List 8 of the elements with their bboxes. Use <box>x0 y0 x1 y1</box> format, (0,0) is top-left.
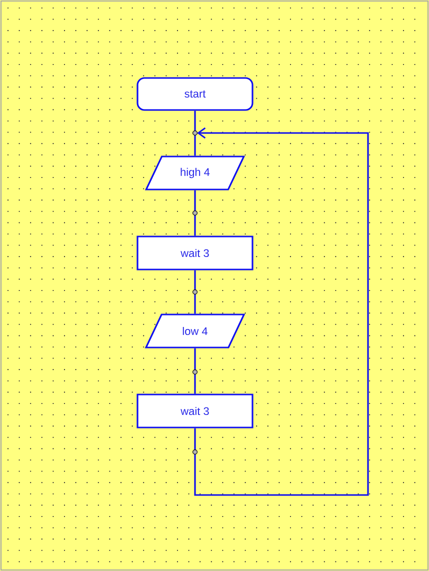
connector-line <box>194 190 196 236</box>
connector-line <box>194 110 196 156</box>
process-box: wait 3 <box>136 236 254 270</box>
connector-line <box>194 270 196 314</box>
start-box: start <box>136 77 254 111</box>
process-box: wait 3 <box>136 394 254 428</box>
arrow <box>194 127 369 496</box>
connector-line <box>194 348 196 394</box>
